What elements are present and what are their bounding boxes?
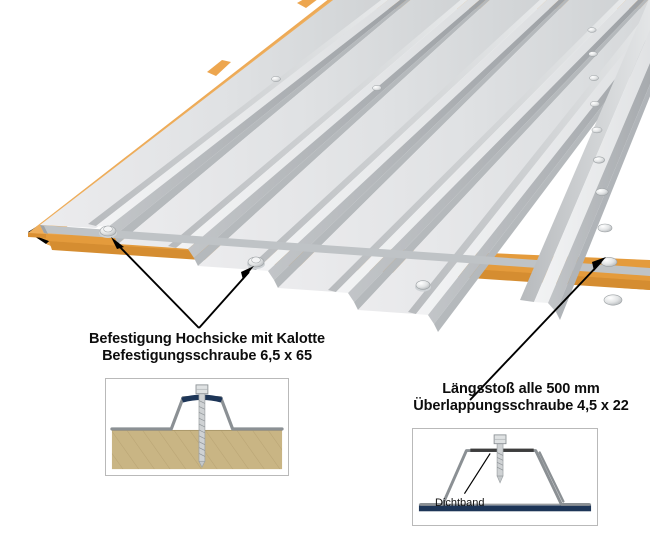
screw-threads <box>496 452 504 471</box>
screw-shank <box>496 442 504 477</box>
dichtband-label: Dichtband <box>435 497 485 509</box>
callout-hochsicke: Befestigung Hochsicke mit Kalotte Befest… <box>62 331 352 365</box>
sheet-profile <box>110 396 284 431</box>
callout-hochsicke-line1: Befestigung Hochsicke mit Kalotte <box>89 331 325 347</box>
navy-base-band <box>418 505 592 512</box>
wood-substrate-hatch <box>111 429 283 470</box>
leader-arrowheads <box>111 237 606 280</box>
screw-tip <box>496 475 504 484</box>
lap-seam-rib <box>520 0 650 320</box>
leader-arrows <box>115 242 602 401</box>
lap-seam-section-drawing <box>418 434 592 512</box>
metal-panel <box>40 0 650 332</box>
callout-laengsstoss-line2: Überlappungsschraube 4,5 x 22 <box>413 398 629 414</box>
crown-fastening-section-drawing <box>110 384 284 470</box>
deck-blocks-top <box>207 0 317 76</box>
crown-fasteners <box>99 76 431 292</box>
screw-threads <box>198 400 206 457</box>
inset-lap-seam: Dichtband <box>412 428 598 526</box>
dichtband-leader <box>463 453 491 494</box>
sheet-cut-edge <box>40 225 650 276</box>
callout-laengsstoss: Längsstoß alle 500 mm Überlappungsschrau… <box>392 381 650 415</box>
callout-hochsicke-line2: Befestigungsschraube 6,5 x 65 <box>102 348 312 364</box>
screw-tip <box>198 460 206 468</box>
lap-seam-screw-row <box>587 27 623 306</box>
callout-laengsstoss-line1: Längsstoß alle 500 mm <box>442 381 600 397</box>
sheet-profile-overlap <box>538 451 565 503</box>
inset-crown-fastening <box>105 378 289 476</box>
